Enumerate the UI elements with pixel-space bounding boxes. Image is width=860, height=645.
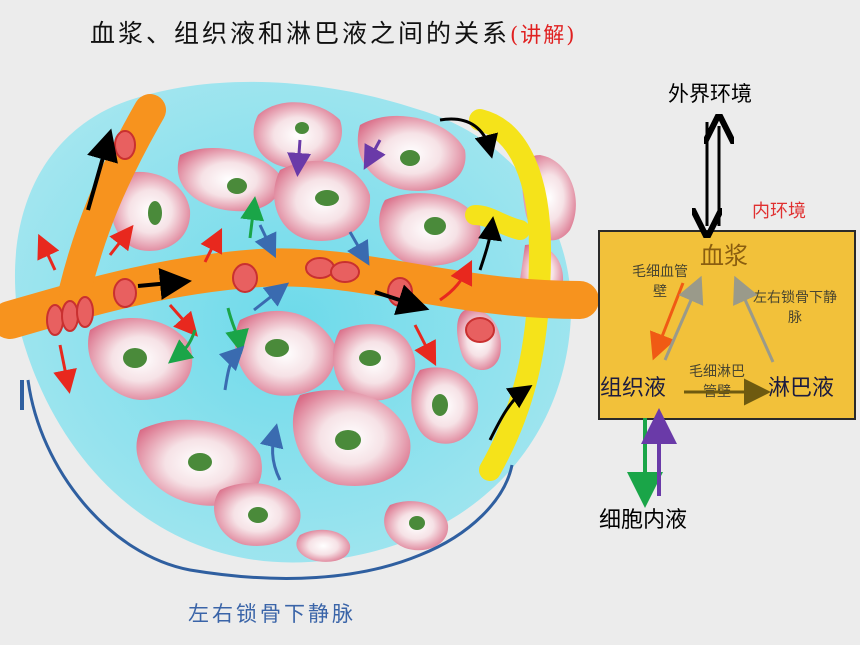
capillary-wall-label: 毛细血管壁 [632, 264, 688, 300]
clavicle-vein-label: 左右锁骨下静脉 [753, 290, 837, 326]
subclavian-vein-outline [26, 379, 514, 580]
lymph-capillary-wall-label: 毛细淋巴管壁 [689, 364, 745, 400]
page-title: 血浆、组织液和淋巴液之间的关系(讲解) [90, 14, 576, 50]
bottom-label: 左右锁骨下静脉 [188, 602, 356, 626]
tissue-illustration [0, 81, 599, 580]
title-sub: (讲解) [510, 23, 577, 47]
lymph-vessel [469, 109, 552, 481]
inner-environment-label: 内环境 [752, 201, 806, 222]
plasma-label: 血浆 [700, 242, 748, 270]
inner-environment-box [598, 230, 856, 420]
intracellular-fluid-label: 细胞内液 [599, 508, 688, 533]
lymph-label: 淋巴液 [768, 376, 835, 401]
title-main: 血浆、组织液和淋巴液之间的关系 [90, 19, 511, 48]
outer-environment-label: 外界环境 [668, 82, 752, 106]
tissue-fluid-label: 组织液 [600, 376, 667, 401]
